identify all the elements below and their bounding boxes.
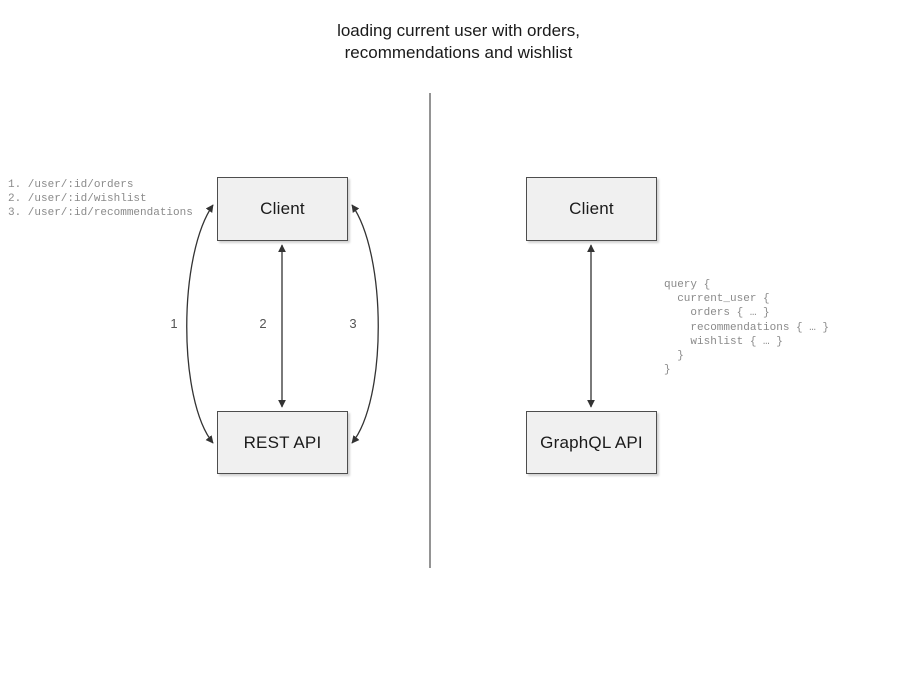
rest-endpoints-list: 1. /user/:id/orders 2. /user/:id/wishlis… (8, 179, 193, 220)
graphql-query-code: query { current_user { orders { … } reco… (664, 279, 830, 377)
node-label: Client (569, 199, 614, 218)
edge-arrow-1 (186, 204, 214, 444)
node-client-rest: Client (217, 177, 348, 241)
node-graphql-api: GraphQL API (526, 411, 657, 474)
node-client-graphql: Client (526, 177, 657, 241)
node-label: GraphQL API (540, 432, 643, 452)
edge-arrow-3 (351, 204, 379, 444)
edge-label-1: 1 (170, 316, 178, 331)
edge-label-2: 2 (259, 316, 267, 331)
node-label: REST API (243, 432, 322, 452)
node-label: Client (260, 199, 305, 218)
page-title: loading current user with orders, recomm… (337, 21, 580, 62)
edge-label-3: 3 (349, 316, 357, 331)
node-rest-api: REST API (217, 411, 348, 474)
